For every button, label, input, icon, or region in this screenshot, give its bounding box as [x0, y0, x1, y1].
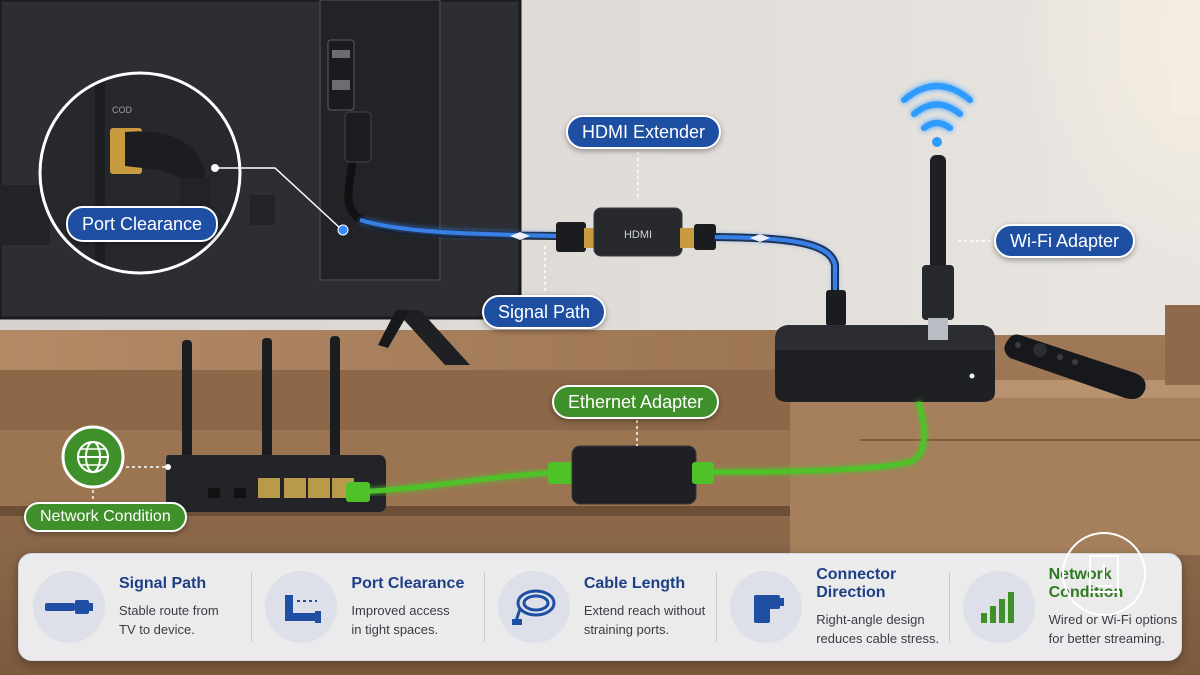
callout-ethernet-adapter-label: Ethernet Adapter	[568, 391, 704, 412]
wifi-icon	[901, 83, 973, 131]
signal-bars-icon	[962, 571, 1035, 643]
feature-title: Cable Length	[583, 575, 686, 592]
callout-ethernet-adapter: Ethernet Adapter	[552, 385, 720, 419]
port-zoom-circle: COD	[38, 71, 242, 275]
cabinet-top-left	[0, 330, 790, 370]
callout-leaders	[92, 152, 994, 502]
feature-desc: Wired or Wi-Fi options for better stream…	[1048, 612, 1178, 646]
info-badge	[1062, 532, 1146, 616]
feature-port-clearance: Port Clearance Improved access in tight …	[251, 554, 483, 660]
tv-stand-leg	[395, 310, 470, 365]
callout-signal-path: Signal Path	[482, 295, 607, 329]
feature-desc: Extend reach without straining ports.	[583, 603, 706, 637]
ethernet-cable-router-side	[351, 469, 561, 495]
feature-connector-direction: Connector Direction Right-angle design r…	[716, 554, 948, 660]
wifi-dongle	[922, 265, 954, 320]
feature-panel: Signal Path Stable route from TV to devi…	[18, 553, 1182, 661]
feature-desc: Stable route from TV to device.	[119, 603, 219, 637]
wifi-antenna	[930, 155, 946, 285]
feature-title: Port Clearance	[351, 575, 465, 592]
document-icon	[1089, 555, 1119, 593]
right-angle-connector-icon	[730, 571, 803, 643]
feature-title: Signal Path	[119, 575, 207, 592]
port-clearance-icon	[265, 571, 338, 643]
status-led	[969, 373, 975, 379]
callout-hdmi-extender: HDMI Extender	[566, 115, 722, 149]
feature-desc: Improved access in tight spaces.	[351, 603, 450, 637]
hdmi-plug-right	[694, 224, 716, 250]
hdmi-extender-logo: HDMI	[624, 229, 652, 241]
feature-title: Connector Direction	[816, 566, 897, 601]
hdmi-cable-icon	[33, 571, 105, 643]
hdmi-plug-tv	[344, 111, 372, 163]
router	[166, 336, 386, 512]
callout-signal-path-label: Signal Path	[498, 301, 591, 322]
ethernet-cable-box-side	[711, 401, 927, 475]
remote-control	[1004, 334, 1146, 399]
tv-port-marks: COD	[112, 105, 133, 115]
lamp-shade	[1172, 0, 1200, 115]
callout-wifi-adapter: Wi-Fi Adapter	[994, 224, 1136, 258]
feature-cable-length: Cable Length Extend reach without strain…	[483, 554, 716, 660]
ethernet-adapter-body	[571, 445, 697, 505]
callout-network-condition-label: Network Condition	[40, 508, 171, 525]
callout-port-clearance: Port Clearance	[66, 206, 219, 242]
globe-icon	[61, 425, 125, 489]
callout-hdmi-extender-label: HDMI Extender	[582, 121, 706, 142]
coiled-cable-icon	[497, 571, 570, 643]
hdmi-plug-left	[556, 222, 586, 252]
feature-desc: Right-angle design reduces cable stress.	[816, 612, 940, 646]
feature-signal-path: Signal Path Stable route from TV to devi…	[19, 554, 251, 660]
callout-wifi-adapter-label: Wi-Fi Adapter	[1010, 230, 1120, 251]
callout-network-condition: Network Condition	[24, 502, 187, 532]
callout-port-clearance-label: Port Clearance	[82, 213, 203, 234]
